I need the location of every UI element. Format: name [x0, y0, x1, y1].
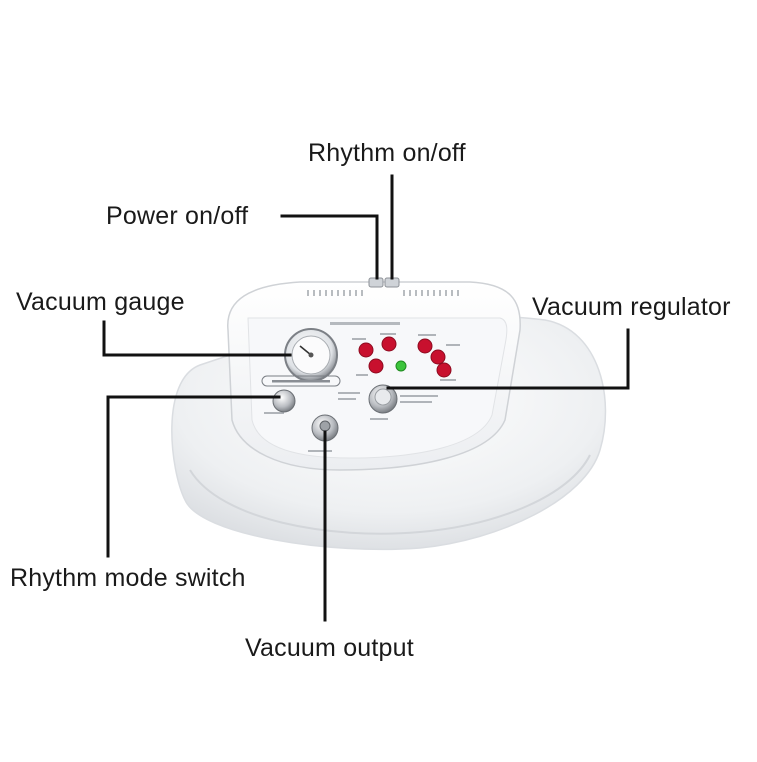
green-led: [395, 360, 407, 372]
indicator-button: [430, 349, 446, 365]
vacuum-gauge-label: Vacuum gauge: [16, 288, 185, 316]
indicator-button: [358, 342, 374, 358]
power-onoff-label: Power on/off: [106, 202, 249, 230]
indicator-button: [368, 358, 384, 374]
leader-line-power-onoff: [280, 214, 379, 280]
vacuum-regulator-label: Vacuum regulator: [532, 293, 731, 321]
leader-line-rhythm-mode-switch: [106, 395, 281, 558]
vacuum-regulator-knob-cap: [374, 388, 392, 406]
rhythm-onoff-label: Rhythm on/off: [308, 139, 466, 167]
vent-grille: [307, 290, 459, 296]
device-base-rim: [189, 454, 591, 535]
panel-title-mark: [330, 322, 400, 325]
leader-lines: [102, 174, 630, 622]
leader-line-vacuum-regulator: [386, 328, 630, 390]
indicator-buttons: [358, 336, 452, 378]
indicator-button: [381, 336, 397, 352]
indicator-button: [417, 338, 433, 354]
rhythm-mode-knob: [272, 389, 296, 413]
gauge-hub: [308, 352, 314, 358]
indicator-button: [436, 362, 452, 378]
gauge-label-plate: [261, 375, 341, 387]
gauge-label-text-mark: [272, 380, 330, 383]
rhythm-mode-switch-label: Rhythm mode switch: [10, 564, 246, 592]
leader-line-vacuum-gauge: [102, 320, 292, 357]
vacuum-output-label: Vacuum output: [245, 634, 414, 662]
panel-print-marks: [264, 333, 460, 452]
vacuum-output-port-hole: [319, 420, 331, 432]
